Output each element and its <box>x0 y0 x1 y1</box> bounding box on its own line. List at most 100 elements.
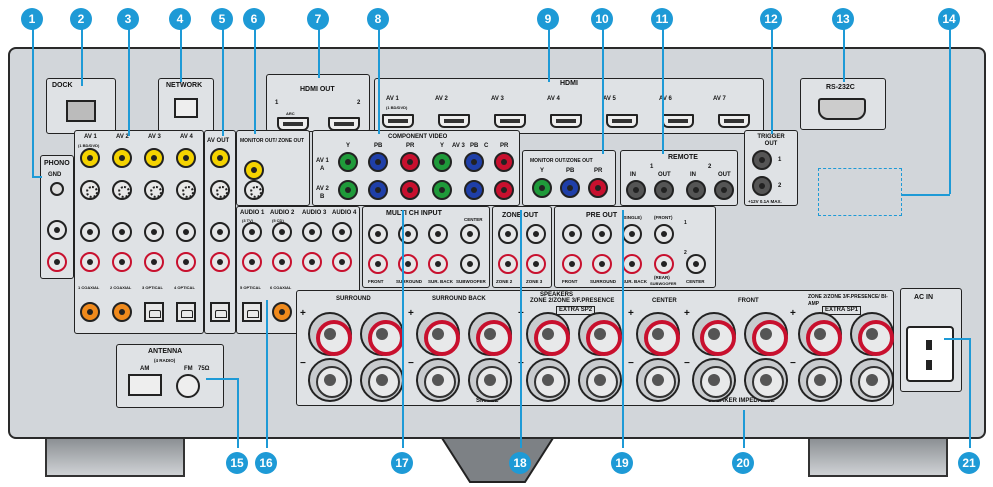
remote-out1-label: OUT <box>658 172 671 178</box>
av1-audio-r-jack <box>80 252 100 272</box>
comp-av1-y-jack <box>338 152 358 172</box>
callout-1: 1 <box>21 8 43 30</box>
mz-pr-label: PR <box>594 168 603 174</box>
hdmi-out-2-label: 2 <box>357 100 361 106</box>
hdmi-av7-label: AV 7 <box>713 96 726 102</box>
callout-line-15h <box>206 378 238 380</box>
av-out-audio-r-jack <box>210 252 230 272</box>
sp-surround-r-minus <box>308 358 352 402</box>
trigger-1-label: 1 <box>778 157 782 163</box>
network-label: NETWORK <box>166 82 203 89</box>
av3-audio-r-jack <box>144 252 164 272</box>
callout-10: 10 <box>591 8 613 30</box>
av2-audio-r-jack <box>112 252 132 272</box>
remote-in1-jack <box>626 180 646 200</box>
sp-surround-label: SURROUND <box>336 296 371 302</box>
callout-line-21 <box>969 338 971 448</box>
sp-impedance-label: SPEAKER IMPEDANCE <box>708 398 775 404</box>
sp-front-label: FRONT <box>738 298 759 304</box>
monitor-zone-out-label: MONITOR OUT/ZONE OUT <box>530 158 593 164</box>
sp-biamp-r-plus <box>798 312 842 356</box>
fm-ohm-label: 75Ω <box>198 366 210 372</box>
callout-17: 17 <box>391 452 413 474</box>
callout-21: 21 <box>958 452 980 474</box>
audio2-r-jack <box>272 252 292 272</box>
pre-out-bay <box>554 206 716 288</box>
plus-sign: + <box>790 308 796 319</box>
callout-line-17 <box>402 210 404 448</box>
callout-line-1 <box>32 26 34 176</box>
label-area <box>818 168 902 216</box>
optical-3-jack <box>144 302 164 322</box>
av2-svideo-jack <box>112 180 132 200</box>
trigger-2-label: 2 <box>778 183 782 189</box>
ac-in-label: AC IN <box>914 294 934 301</box>
comp-y1-label: Y <box>346 143 351 149</box>
trigger-2-jack <box>752 176 772 196</box>
remote-in1-label: IN <box>630 172 636 178</box>
av3-label: AV 3 <box>148 134 161 140</box>
mc-front-l-jack <box>368 224 388 244</box>
comp-av4-y-jack <box>432 180 452 200</box>
callout-19: 19 <box>611 452 633 474</box>
minus-sign: − <box>790 358 796 369</box>
callout-7: 7 <box>307 8 329 30</box>
fm-label: FM <box>184 366 193 372</box>
zone2-l-jack <box>498 224 518 244</box>
remote-out1-jack <box>654 180 674 200</box>
callout-13: 13 <box>832 8 854 30</box>
av1-video-jack <box>80 148 100 168</box>
comp-c-label: C <box>484 143 489 149</box>
coaxial-6-jack <box>272 302 292 322</box>
hdmi-label: HDMI <box>560 80 578 87</box>
sp-zone-r-plus <box>526 312 570 356</box>
mz-pb-label: PB <box>566 168 575 174</box>
pre-front-label: FRONT <box>562 279 578 284</box>
sp-surback-l-minus <box>468 358 512 402</box>
callout-line-11 <box>662 26 664 154</box>
network-port <box>174 98 198 118</box>
av3-audio-l-jack <box>144 222 164 242</box>
sp-extra2-label: EXTRA SP2 <box>556 306 596 315</box>
callout-line-3 <box>128 26 130 136</box>
monitor-out-video-jack <box>244 160 264 180</box>
optical-5-jack <box>242 302 262 322</box>
pre-sub2-jack <box>654 254 674 274</box>
minus-sign: − <box>300 358 306 369</box>
gnd-label: GND <box>48 172 62 178</box>
callout-6: 6 <box>243 8 265 30</box>
mc-front-r-jack <box>368 254 388 274</box>
mc-surback-l-jack <box>428 224 448 244</box>
am-label: AM <box>140 366 150 372</box>
phono-r-jack <box>47 252 67 272</box>
mc-surround-r-jack <box>398 254 418 274</box>
mz-pr-jack <box>588 178 608 198</box>
av-out-label: AV OUT <box>207 138 230 144</box>
mz-y-jack <box>532 178 552 198</box>
coaxial-2-jack <box>112 302 132 322</box>
callout-line-1h <box>32 176 42 178</box>
callout-20: 20 <box>732 452 754 474</box>
pre-surback-label: SUR. BACK <box>622 279 648 284</box>
audio3-label: AUDIO 3 <box>302 210 327 216</box>
rs232c-port <box>818 98 866 120</box>
minus-sign: − <box>684 358 690 369</box>
hdmi-av1-sub: (1 BD/DVD) <box>386 105 408 110</box>
callout-line-19 <box>622 210 624 448</box>
callout-line-8 <box>378 26 380 134</box>
optical-5-label: 5 OPTICAL <box>240 285 261 290</box>
coaxial-1-jack <box>80 302 100 322</box>
pre-center-jack <box>686 254 706 274</box>
callout-line-5 <box>222 26 224 136</box>
av2-audio-l-jack <box>112 222 132 242</box>
optical-4-jack <box>176 302 196 322</box>
ac-pin-bottom <box>926 360 932 370</box>
hdmi-av6-label: AV 6 <box>659 96 672 102</box>
fm-terminal <box>176 374 200 398</box>
sp-center-label: CENTER <box>652 298 677 304</box>
sp-zone2-label: ZONE 2/ZONE 3/F.PRESENCE <box>530 298 615 304</box>
sp-front-l-minus <box>744 358 788 402</box>
sp-zone-r-minus <box>526 358 570 402</box>
comp-av3-label: AV 3 <box>452 143 465 149</box>
pre-subwoofer-label: SUBWOOFER <box>650 281 677 286</box>
